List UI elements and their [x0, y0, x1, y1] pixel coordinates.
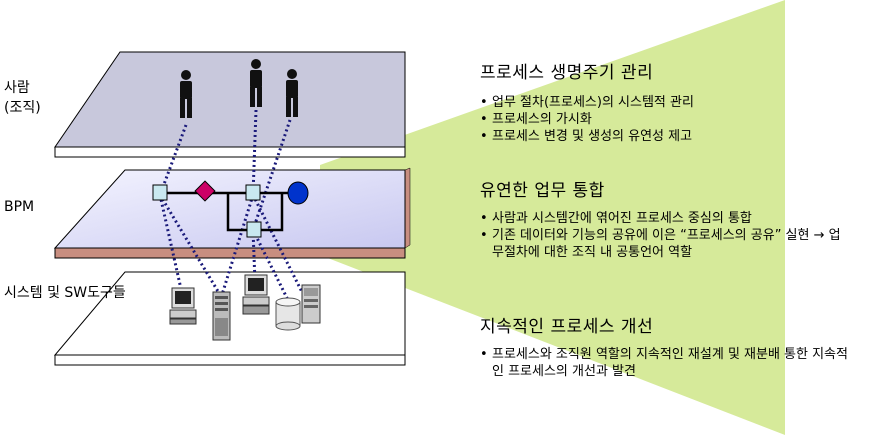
section-bullets-lifecycle: 업무 절차(프로세스)의 시스템적 관리 프로세스의 가시화 프로세스 변경 및… [480, 94, 810, 145]
section-bullets-integration: 사람과 시스템간에 엮어진 프로세스 중심의 통합 기존 데이터와 기능의 공유… [480, 210, 850, 261]
connector-lines [158, 109, 304, 301]
people-plane [54, 51, 406, 158]
bullet-item: 기존 데이터와 기능의 공유에 이은 “프로세스의 공유” 실현 → 업무절차에… [480, 227, 850, 261]
bullet-item: 프로세스의 가시화 [480, 111, 810, 128]
section-title-improvement: 지속적인 프로세스 개선 [480, 317, 654, 337]
server-tower-icon [212, 291, 231, 341]
database-icon [275, 297, 301, 331]
people-layer-label: 사람 (조직) [4, 80, 41, 116]
bullet-item: 사람과 시스템간에 엮어진 프로세스 중심의 통합 [480, 210, 850, 227]
bpm-plane [53, 167, 411, 259]
computer-icon [242, 274, 270, 315]
bullet-item: 프로세스 변경 및 생성의 유연성 제고 [480, 128, 810, 145]
end-event-circle [287, 181, 309, 205]
section-title-lifecycle: 프로세스 생명주기 관리 [480, 63, 654, 83]
gateway-diamond [194, 180, 216, 202]
bullet-item: 프로세스와 조직원 역할의 지속적인 재설계 및 재분배 통한 지속적인 프로세… [480, 346, 850, 380]
process-task-box [246, 221, 262, 238]
bpm-layer-label: BPM [4, 199, 35, 215]
bullet-item: 업무 절차(프로세스)의 시스템적 관리 [480, 94, 810, 111]
section-bullets-improvement: 프로세스와 조직원 역할의 지속적인 재설계 및 재분배 통한 지속적인 프로세… [480, 346, 850, 380]
process-task-box [245, 184, 261, 201]
section-title-integration: 유연한 업무 통합 [480, 181, 605, 201]
computer-icon [169, 287, 197, 325]
process-task-box [152, 184, 168, 201]
server-icon [301, 284, 321, 324]
systems-layer-label: 시스템 및 SW도구들 [4, 285, 126, 301]
